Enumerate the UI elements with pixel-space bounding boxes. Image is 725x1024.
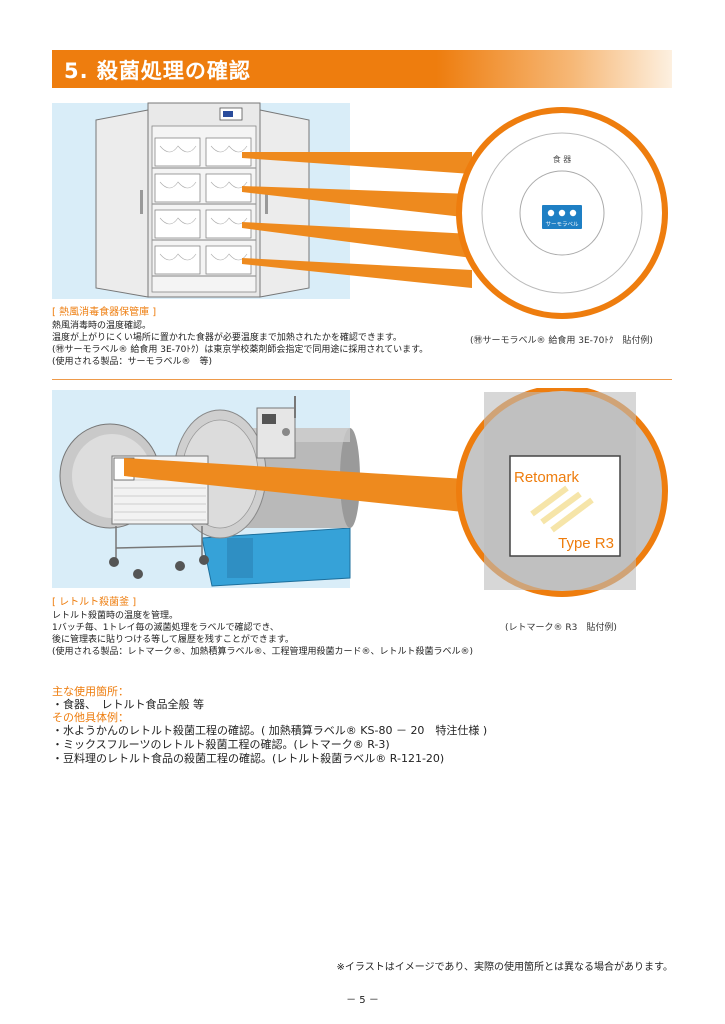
usage-example-item: ・豆料理のレトルト食品の殺菌工程の確認。(レトルト殺菌ラベル® R-121-20… bbox=[52, 752, 445, 765]
food-cabinet-illustration: 食 器 サーモラベル bbox=[52, 102, 668, 319]
page-title: 5. 殺菌処理の確認 bbox=[64, 59, 251, 83]
section2-caption: (レトマーク® R3 貼付例) bbox=[505, 623, 617, 633]
sticker-label: サーモラベル bbox=[545, 221, 579, 228]
section1-text-3: (㊕サーモラベル® 給食用 3E-70ﾄｸ）は東京学校薬剤師会指定で同用途に採用… bbox=[52, 345, 429, 355]
section2-text-1: レトルト殺菌時の温度を管理。 bbox=[52, 611, 179, 621]
section1-caption: (㊕サーモラベル® 給食用 3E-70ﾄｸ 貼付例) bbox=[470, 336, 653, 346]
usage-example-item: ・ミックスフルーツのレトルト殺菌工程の確認。(レトマーク® R-3) bbox=[52, 738, 390, 751]
section2-label: [ レトルト殺菌釜 ] bbox=[52, 597, 137, 608]
retomark-brand-text: Retomark bbox=[514, 469, 580, 486]
section1-text-4: (使用される製品：サーモラベル® 等) bbox=[52, 357, 213, 367]
section2-text-4: (使用される製品：レトマーク®、加熱積算ラベル®、工程管理用殺菌カード®、レトル… bbox=[52, 647, 474, 657]
section-divider bbox=[52, 379, 672, 380]
section2-text-2: 1バッチ毎、1トレイ毎の滅菌処理をラベルで確認でき、 bbox=[52, 623, 279, 633]
section1-text-1: 熱風消毒時の温度確認。 bbox=[52, 321, 152, 331]
usage-places-heading: 主な使用箇所： bbox=[52, 685, 129, 698]
footer-note: ※イラストはイメージであり、実際の使用箇所とは異なる場合があります。 bbox=[336, 962, 673, 973]
section1-text-2: 温度が上がりにくい場所に置かれた食器が必要温度まで加熱されたかを確認できます。 bbox=[52, 333, 402, 343]
section2-text-3: 後に管理表に貼りつける等して履歴を残すことができます。 bbox=[52, 635, 294, 645]
retomark-type-text: Type R3 bbox=[558, 535, 614, 552]
usage-example-item: ・水ようかんのレトルト殺菌工程の確認。( 加熱積算ラベル® KS-80 － 20… bbox=[52, 724, 488, 737]
usage-examples-heading: その他具体例： bbox=[52, 711, 129, 724]
section1-label: [ 熱風消毒食器保管庫 ] bbox=[52, 307, 157, 318]
usage-places-text: ・食器、 レトルト食品全般 等 bbox=[52, 698, 204, 711]
section-header-bar bbox=[52, 50, 672, 88]
page-number: － 5 － bbox=[346, 995, 379, 1006]
circle-label-dishes: 食 器 bbox=[553, 154, 572, 164]
retort-sterilizer-illustration: Retomark Type R3 bbox=[52, 388, 668, 597]
